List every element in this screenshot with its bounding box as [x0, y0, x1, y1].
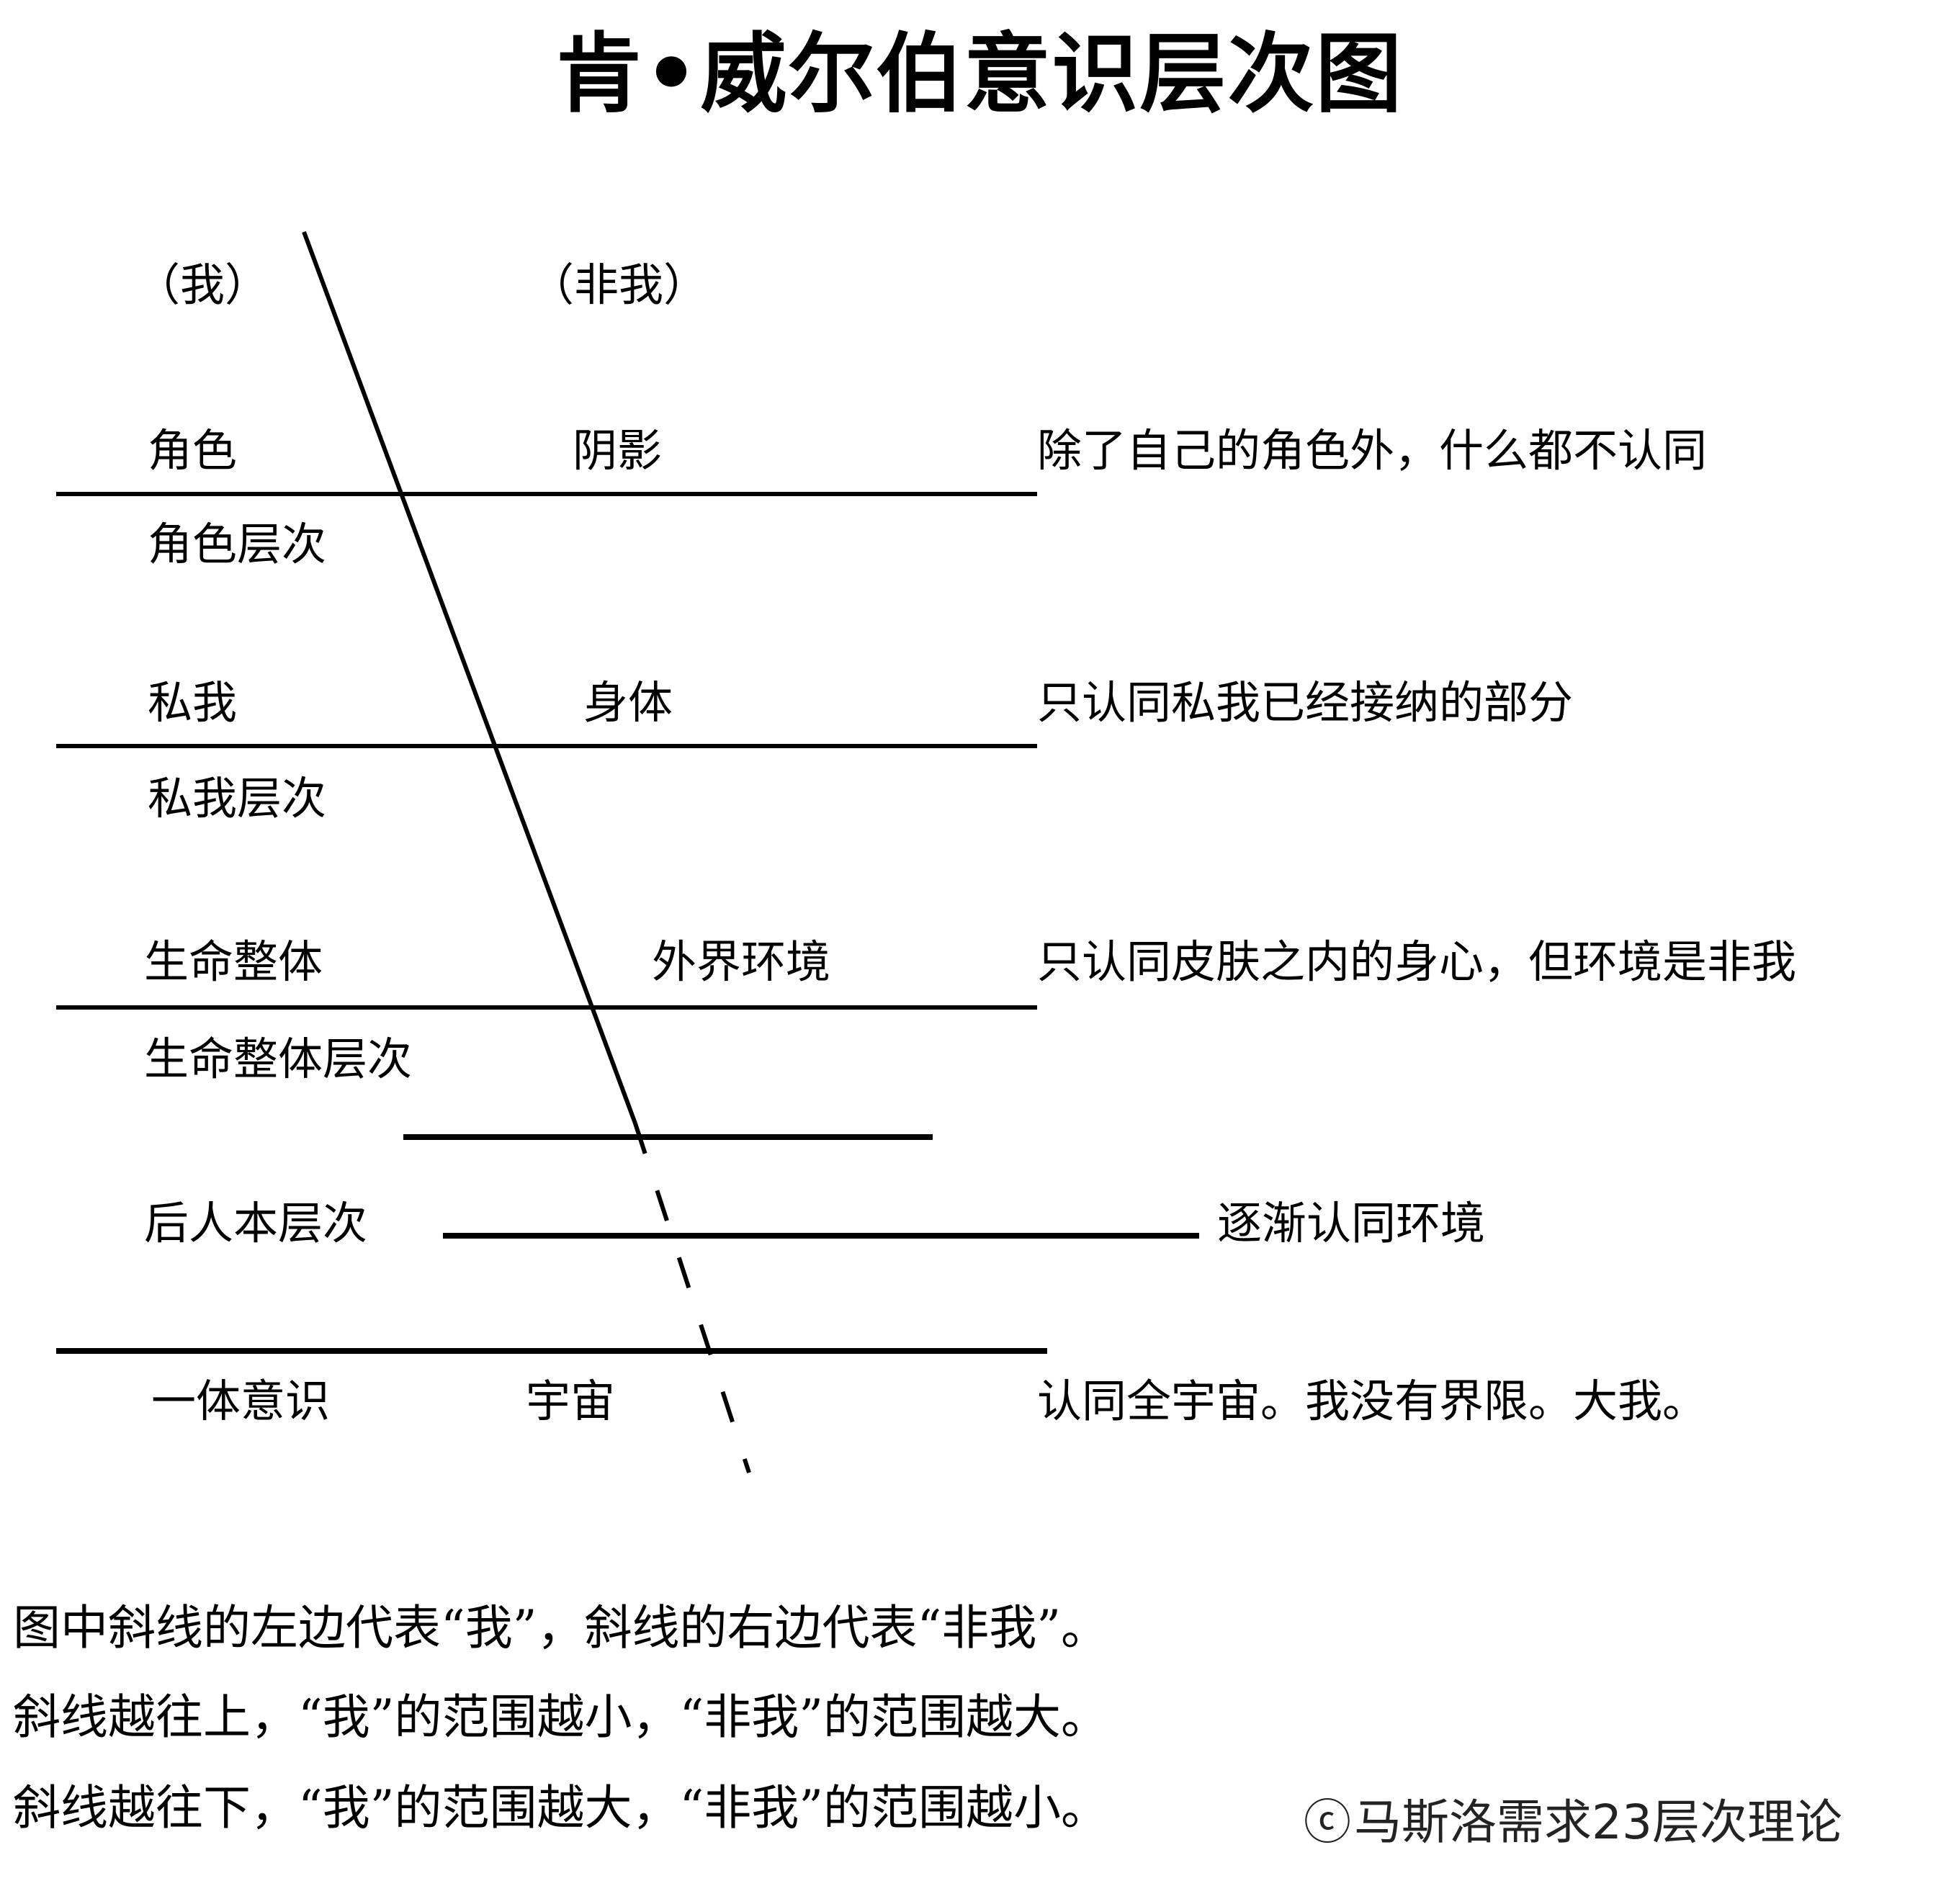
row-3-level-name: 后人本层次 [144, 1197, 368, 1249]
row-3-divider [443, 1233, 1199, 1239]
row-2-description: 只认同皮肤之内的身心，但环境是非我 [1037, 935, 1797, 988]
footnote-1: 斜线越往上，“我”的范围越小，“非我”的范围越大。 [13, 1689, 1108, 1745]
row-1-description: 只认同私我已经接纳的部分 [1037, 676, 1574, 729]
row-4-not-self-term: 宇宙 [526, 1375, 616, 1427]
diagonal-dashed-segment [633, 1123, 751, 1473]
footnote-0: 图中斜线的左边代表“我”，斜线的右边代表“非我”。 [13, 1600, 1108, 1656]
column-header-self: （我） [135, 259, 270, 311]
row-2-divider [56, 1005, 1037, 1010]
row-1-self-term: 私我 [148, 676, 238, 729]
row-4-divider [56, 1348, 1047, 1354]
row-0-level-name: 角色层次 [148, 518, 327, 570]
row-3-description: 逐渐认同环境 [1217, 1197, 1486, 1249]
footnote-2: 斜线越往下，“我”的范围越大，“非我”的范围越小。 [13, 1780, 1108, 1836]
column-header-not-self: （非我） [529, 259, 709, 311]
page-title: 肯•威尔伯意识层次图 [555, 24, 1404, 125]
row-0-divider [56, 492, 1037, 496]
copyright-icon: ⓒ [1304, 1795, 1351, 1850]
row-2-not-self-term: 外界环境 [652, 935, 831, 988]
row-2-level-name: 生命整体层次 [144, 1033, 413, 1085]
row-0-self-term: 角色 [148, 424, 238, 477]
row-1-level-name: 私我层次 [148, 772, 327, 825]
row-1-divider [56, 744, 1037, 748]
row-0-description: 除了自己的角色外，什么都不认同 [1037, 424, 1708, 477]
row-4-description: 认同全宇宙。我没有界限。大我。 [1037, 1375, 1708, 1427]
watermark: ⓒ马斯洛需求23层次理论 [1304, 1799, 1842, 1846]
posthuman-upper-divider [403, 1134, 933, 1140]
row-2-self-term: 生命整体 [144, 935, 323, 988]
watermark-text: 马斯洛需求23层次理论 [1354, 1795, 1842, 1850]
row-4-self-term: 一体意识 [151, 1375, 331, 1427]
row-0-not-self-term: 阴影 [573, 424, 663, 477]
row-1-not-self-term: 身体 [583, 676, 673, 729]
